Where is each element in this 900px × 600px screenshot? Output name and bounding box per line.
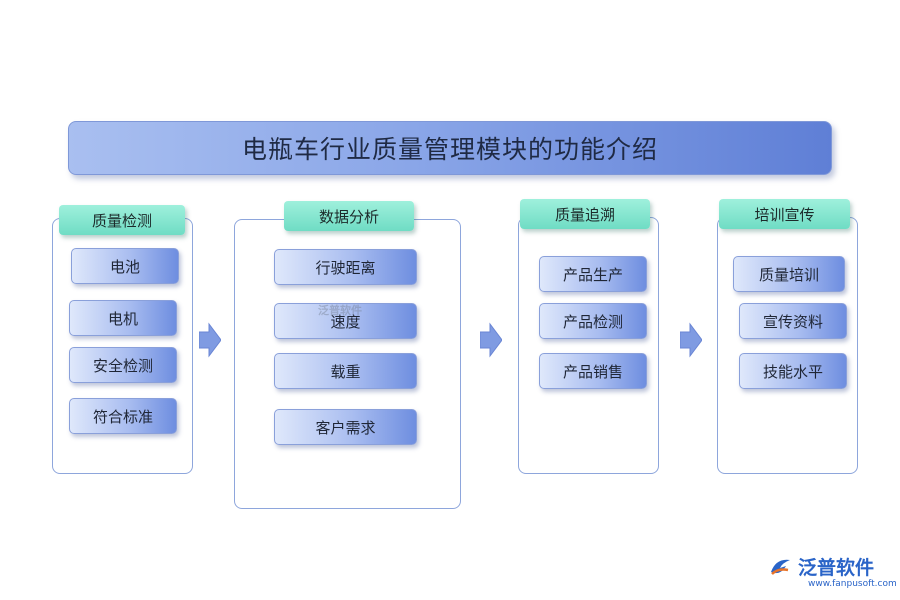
item-skill-level: 技能水平 [739,353,847,389]
title-banner: 电瓶车行业质量管理模块的功能介绍 [68,121,832,175]
item-standards: 符合标准 [69,398,177,434]
brand-name: 泛普软件 [798,557,875,579]
group-label-quality-inspection: 质量检测 [59,205,185,235]
flow-arrow-icon [680,322,702,358]
item-driving-distance: 行驶距离 [274,249,417,285]
flow-arrow-icon [199,322,221,358]
item-product-inspection: 产品检测 [539,303,647,339]
item-speed: 速度 [274,303,417,339]
item-battery: 电池 [71,248,179,284]
item-product-production: 产品生产 [539,256,647,292]
logo-icon [771,559,790,575]
flow-arrow-icon [480,322,502,358]
item-customer-demand: 客户需求 [274,409,417,445]
item-safety-inspection: 安全检测 [69,347,177,383]
item-promo-materials: 宣传资料 [739,303,847,339]
item-load: 载重 [274,353,417,389]
group-label-training-promotion: 培训宣传 [719,199,850,229]
group-label-quality-tracing: 质量追溯 [520,199,650,229]
group-label-data-analysis: 数据分析 [284,201,414,231]
brand-url: www.fanpusoft.com [808,579,897,589]
brand-logo: 泛普软件 [768,553,874,580]
watermark-text: 泛普软件 [318,304,362,317]
diagram-title: 电瓶车行业质量管理模块的功能介绍 [241,135,658,164]
item-quality-training: 质量培训 [733,256,845,292]
item-motor: 电机 [69,300,177,336]
item-product-sales: 产品销售 [539,353,647,389]
